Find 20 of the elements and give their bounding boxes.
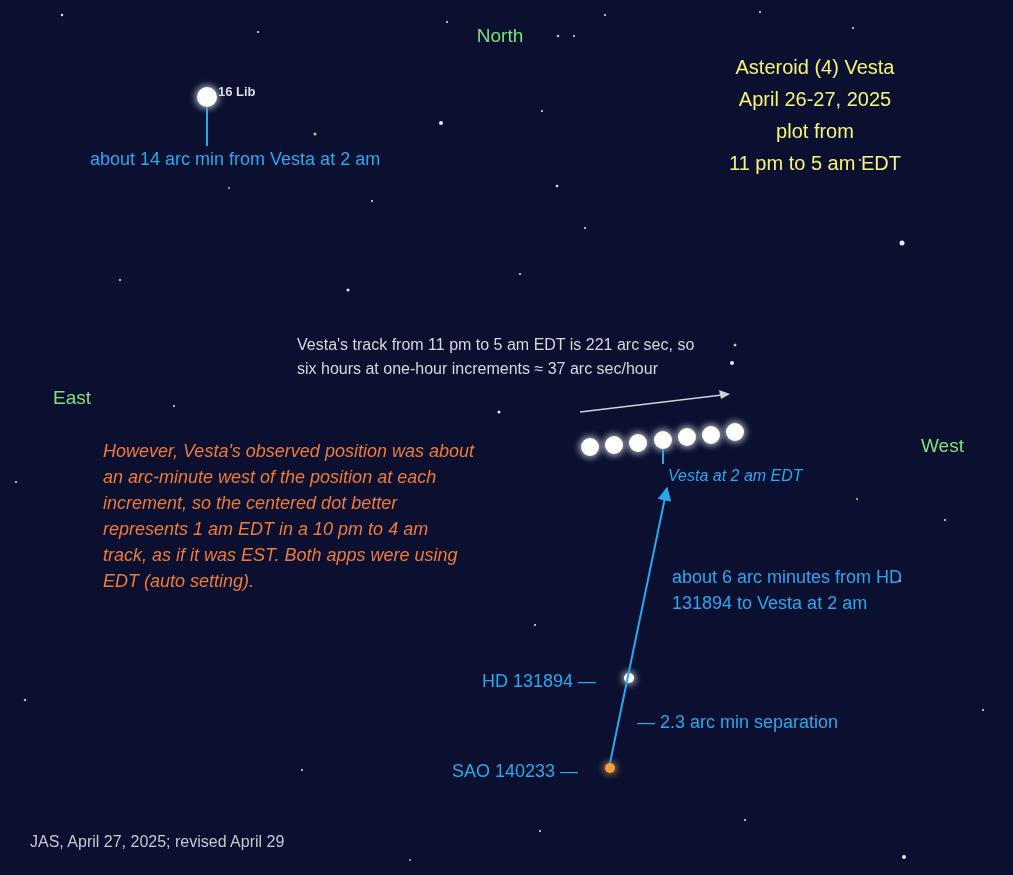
chart-annotation: Vesta's track from 11 pm to 5 am EDT is 221 arc sec, so six hours at one-hour increments ≈ 37 arc sec/hour bbox=[297, 335, 696, 379]
chart-annotation: North bbox=[475, 24, 525, 48]
star-label: about 14 arc min from Vesta at 2 am bbox=[90, 146, 460, 173]
chart-annotation: plot from bbox=[775, 119, 855, 144]
star-label: Vesta at 2 am EDT bbox=[656, 464, 836, 488]
chart-annotation: East bbox=[53, 386, 93, 410]
chart-annotation: April 26-27, 2025 bbox=[737, 87, 893, 112]
arrow bbox=[609, 486, 672, 764]
star-name: 16 Lib bbox=[218, 83, 256, 101]
chart-annotation: 11 pm to 5 am EDT bbox=[728, 151, 902, 176]
chart-annotation: West bbox=[921, 434, 965, 458]
leader-line bbox=[206, 106, 208, 147]
star-name: HD 131894 — bbox=[482, 670, 597, 693]
chart-annotation: However, Vesta's observed position was about an arc-minute west of the position at each increment, so the centered dot better represents 1 am EDT in a 10 pm to 4 am track, as if it was EST. Both apps were using EDT (auto setting). bbox=[103, 440, 475, 593]
star-name: SAO 140233 — bbox=[452, 760, 579, 783]
chart-annotation: Asteroid (4) Vesta bbox=[734, 55, 896, 80]
chart-annotation: — 2.3 arc min separation bbox=[637, 711, 840, 734]
chart-annotation: JAS, April 27, 2025; revised April 29 bbox=[30, 832, 286, 852]
chart-annotation: about 6 arc minutes from HD 131894 to Vesta at 2 am bbox=[672, 566, 904, 615]
leader-line bbox=[662, 448, 664, 465]
